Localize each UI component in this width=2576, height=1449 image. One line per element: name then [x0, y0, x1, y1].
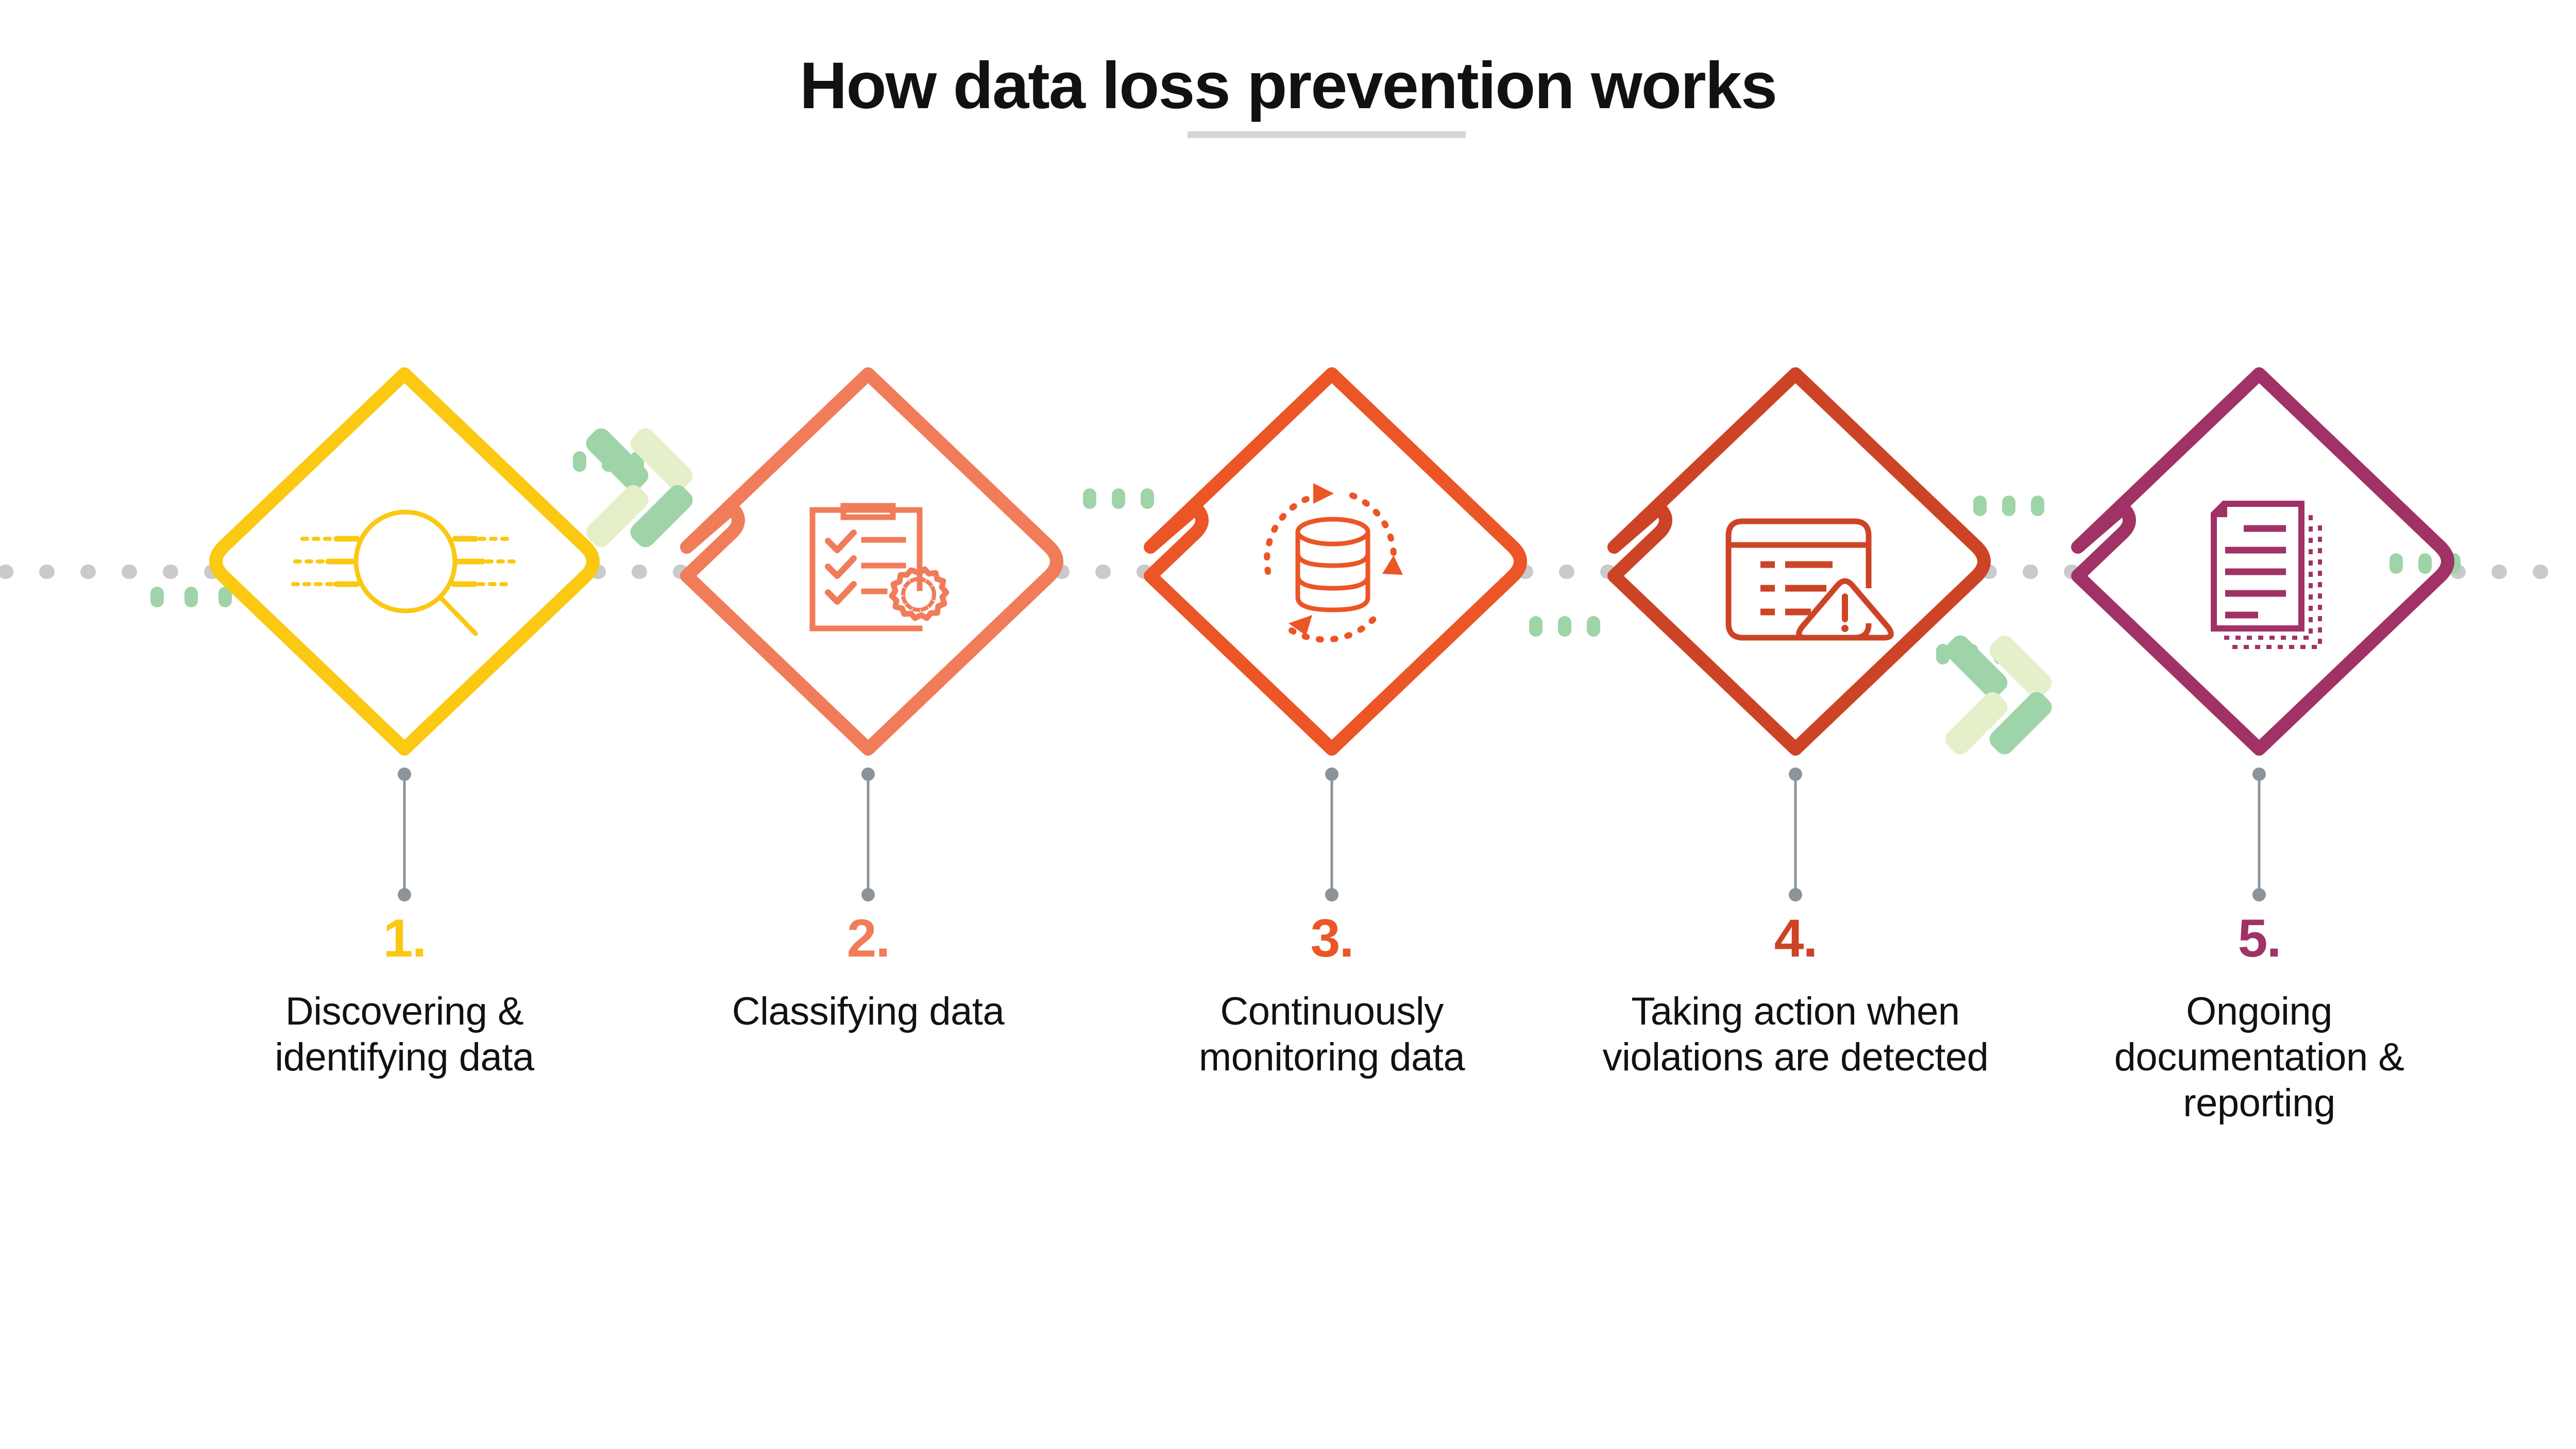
step-label-1: Discovering & identifying data — [275, 990, 534, 1079]
diamond-shape-5 — [2022, 355, 2496, 768]
process-step-5[interactable]: 5. Ongoing documentation & reporting — [2022, 355, 2496, 1386]
caption-1: 1. Discovering & identifying data — [204, 912, 605, 1081]
process-step-3[interactable]: 3. Continuously monitoring data — [1095, 355, 1569, 1386]
process-step-4[interactable]: 4. Taking action when violations are det… — [1558, 355, 2032, 1386]
process-step-1[interactable]: 1. Discovering & identifying data — [167, 355, 641, 1386]
step-number-2: 2. — [846, 909, 891, 968]
step-number-3: 3. — [1310, 909, 1354, 968]
connector-stem-3 — [1325, 768, 1338, 901]
database-refresh-icon — [1264, 483, 1403, 643]
title-block: How data loss prevention works — [0, 49, 2576, 123]
caption-4: 4. Taking action when violations are det… — [1595, 912, 1996, 1081]
document-copies-icon — [2211, 501, 2322, 649]
connector-stem-2 — [861, 768, 875, 901]
step-label-2: Classifying data — [732, 990, 1005, 1033]
diamond-shape-4 — [1558, 355, 2032, 768]
diamond-shape-1 — [167, 355, 641, 768]
magnifying-glass-scan-icon — [291, 509, 516, 636]
connector-stem-4 — [1789, 768, 1802, 901]
caption-2: 2. Classifying data — [667, 912, 1069, 1035]
step-label-4: Taking action when violations are detect… — [1602, 990, 1989, 1079]
diamond-shape-3 — [1095, 355, 1569, 768]
window-alert-icon — [1725, 518, 1894, 641]
caption-3: 3. Continuously monitoring data — [1131, 912, 1533, 1081]
page-title: How data loss prevention works — [800, 49, 1777, 123]
step-label-3: Continuously monitoring data — [1198, 990, 1465, 1079]
step-number-5: 5. — [2238, 909, 2282, 968]
title-underline-rule — [1188, 131, 1466, 138]
step-number-1: 1. — [383, 909, 427, 968]
connector-stem-1 — [398, 768, 411, 901]
clipboard-checklist-seal-icon — [809, 503, 950, 632]
diamond-shape-2 — [631, 355, 1105, 768]
connector-stem-5 — [2252, 768, 2266, 901]
caption-5: 5. Ongoing documentation & reporting — [2058, 912, 2460, 1127]
step-number-4: 4. — [1774, 909, 1818, 968]
process-step-2[interactable]: 2. Classifying data — [631, 355, 1105, 1386]
step-label-5: Ongoing documentation & reporting — [2114, 990, 2404, 1125]
